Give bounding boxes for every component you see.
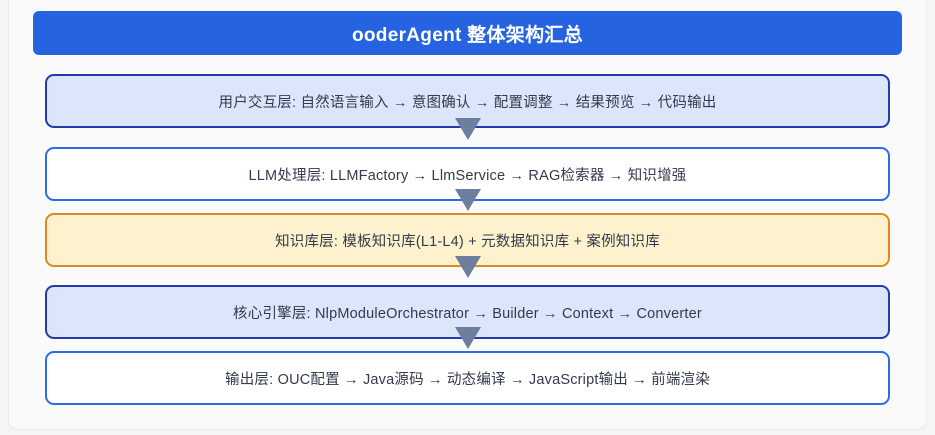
layer-box-knowledge-base[interactable]: 知识库层: 模板知识库(L1-L4) + 元数据知识库 + 案例知识库 — [45, 213, 890, 267]
layer-box-user-interaction[interactable]: 用户交互层: 自然语言输入 → 意图确认 → 配置调整 → 结果预览 → 代码输… — [45, 74, 890, 128]
layer-label-core-engine: 核心引擎层: NlpModuleOrchestrator → Builder →… — [233, 305, 702, 322]
layer-box-llm-processing[interactable]: LLM处理层: LLMFactory → LlmService → RAG检索器… — [45, 147, 890, 201]
diagram-title-banner: ooderAgent 整体架构汇总 — [33, 11, 902, 55]
layer-box-core-engine[interactable]: 核心引擎层: NlpModuleOrchestrator → Builder →… — [45, 285, 890, 339]
layer-label-llm-processing: LLM处理层: LLMFactory → LlmService → RAG检索器… — [248, 167, 687, 184]
page-title: ooderAgent 整体架构汇总 — [352, 24, 583, 46]
layer-box-output[interactable]: 输出层: OUC配置 → Java源码 → 动态编译 → JavaScript输… — [45, 351, 890, 405]
layer-label-knowledge-base: 知识库层: 模板知识库(L1-L4) + 元数据知识库 + 案例知识库 — [275, 233, 660, 250]
layer-label-user-interaction: 用户交互层: 自然语言输入 → 意图确认 → 配置调整 → 结果预览 → 代码输… — [218, 94, 717, 111]
layer-label-output: 输出层: OUC配置 → Java源码 → 动态编译 → JavaScript输… — [225, 371, 710, 388]
